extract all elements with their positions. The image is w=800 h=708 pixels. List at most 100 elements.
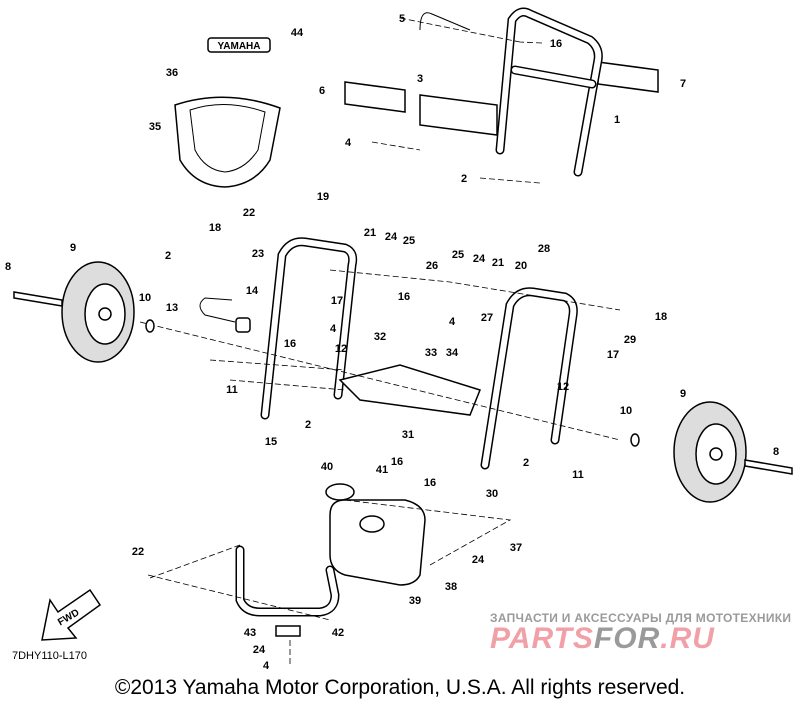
callout-8: 8 bbox=[773, 446, 779, 458]
callout-5: 5 bbox=[399, 13, 405, 25]
callout-18: 18 bbox=[655, 311, 667, 323]
frame-left-15 bbox=[260, 237, 358, 420]
callout-25: 25 bbox=[452, 249, 464, 261]
callout-22: 22 bbox=[132, 546, 144, 558]
callout-40: 40 bbox=[321, 461, 333, 473]
callout-31: 31 bbox=[402, 429, 414, 441]
fwd-arrow-icon: FWD bbox=[41, 588, 102, 641]
callout-17: 17 bbox=[607, 349, 619, 361]
plate-3 bbox=[419, 94, 498, 136]
callout-8: 8 bbox=[5, 261, 11, 273]
axle-8-left bbox=[13, 291, 63, 307]
callout-33: 33 bbox=[425, 347, 437, 359]
callout-1: 1 bbox=[614, 114, 620, 126]
wheel-left-9 bbox=[61, 261, 135, 363]
callout-4: 4 bbox=[449, 316, 456, 328]
callout-10: 10 bbox=[139, 292, 151, 304]
wheel-right-9 bbox=[673, 401, 747, 503]
callout-41: 41 bbox=[376, 464, 388, 476]
watermark-part1: PARTS bbox=[490, 622, 594, 655]
callout-16: 16 bbox=[391, 456, 403, 468]
callout-20: 20 bbox=[515, 260, 527, 272]
axle-8-right bbox=[744, 459, 793, 475]
callout-10: 10 bbox=[620, 405, 632, 417]
callout-3: 3 bbox=[417, 73, 423, 85]
callout-16: 16 bbox=[284, 338, 296, 350]
callout-7: 7 bbox=[680, 78, 686, 90]
washer-10-right bbox=[630, 433, 640, 447]
svg-text:YAMAHA: YAMAHA bbox=[218, 41, 261, 52]
callout-9: 9 bbox=[70, 242, 76, 254]
fuel-tank-39 bbox=[329, 499, 426, 586]
callout-24: 24 bbox=[253, 644, 266, 656]
callout-37: 37 bbox=[510, 542, 522, 554]
callout-2: 2 bbox=[461, 173, 467, 185]
callout-14: 14 bbox=[246, 285, 259, 297]
watermark-part3: .RU bbox=[660, 622, 715, 655]
callout-4: 4 bbox=[263, 660, 270, 672]
handle-frame-1 bbox=[495, 7, 603, 177]
callout-11: 11 bbox=[226, 384, 238, 396]
callout-9: 9 bbox=[680, 388, 686, 400]
callout-17: 17 bbox=[331, 295, 343, 307]
handle-5 bbox=[419, 12, 471, 31]
callout-24: 24 bbox=[473, 253, 486, 265]
watermark-part2: FOR bbox=[593, 622, 661, 655]
callout-12: 12 bbox=[557, 381, 569, 393]
label-7 bbox=[597, 61, 659, 93]
mount-14 bbox=[235, 317, 251, 333]
callout-13: 13 bbox=[166, 302, 178, 314]
callout-18: 18 bbox=[209, 222, 221, 234]
diagram-code: 7DHY110-L170 bbox=[12, 650, 88, 662]
callout-39: 39 bbox=[409, 595, 421, 607]
watermark-logo: PARTSFOR.RU bbox=[490, 622, 715, 656]
u-bolt-13 bbox=[199, 297, 236, 323]
callout-16: 16 bbox=[398, 291, 410, 303]
callout-21: 21 bbox=[364, 227, 376, 239]
tank-frame-42 bbox=[235, 545, 340, 617]
callout-24: 24 bbox=[385, 231, 398, 243]
callout-2: 2 bbox=[523, 457, 529, 469]
callout-23: 23 bbox=[252, 248, 264, 260]
callout-4: 4 bbox=[330, 323, 337, 335]
callout-38: 38 bbox=[445, 581, 457, 593]
callout-42: 42 bbox=[332, 627, 344, 639]
callout-26: 26 bbox=[426, 260, 438, 272]
callout-29: 29 bbox=[624, 334, 636, 346]
callout-36: 36 bbox=[166, 67, 178, 79]
copyright: ©2013 Yamaha Motor Corporation, U.S.A. A… bbox=[114, 676, 686, 699]
callout-22: 22 bbox=[243, 207, 255, 219]
callout-6: 6 bbox=[319, 85, 325, 97]
callout-44: 44 bbox=[291, 27, 304, 39]
washer-10-left bbox=[145, 319, 155, 333]
watermark-tagline: ЗАПЧАСТИ И АКСЕССУАРЫ ДЛЯ МОТОТЕХНИКИ bbox=[490, 611, 792, 625]
callout-43: 43 bbox=[244, 627, 256, 639]
callout-4: 4 bbox=[345, 137, 352, 149]
callout-19: 19 bbox=[317, 191, 329, 203]
callout-28: 28 bbox=[538, 243, 550, 255]
callout-15: 15 bbox=[265, 436, 277, 448]
callout-11: 11 bbox=[572, 469, 584, 481]
callout-25: 25 bbox=[403, 235, 415, 247]
callout-2: 2 bbox=[165, 250, 171, 262]
callout-35: 35 bbox=[149, 121, 161, 133]
yamaha-emblem: YAMAHA bbox=[207, 37, 271, 53]
base-plate-31 bbox=[338, 364, 481, 416]
callout-2: 2 bbox=[305, 419, 311, 431]
callout-16: 16 bbox=[550, 38, 562, 50]
bracket-43 bbox=[275, 625, 301, 637]
callout-27: 27 bbox=[481, 312, 493, 324]
callout-12: 12 bbox=[335, 343, 347, 355]
label-6 bbox=[344, 81, 406, 113]
fuel-cap-40 bbox=[325, 483, 355, 501]
callout-34: 34 bbox=[446, 347, 459, 359]
callout-16: 16 bbox=[424, 477, 436, 489]
callout-21: 21 bbox=[492, 257, 504, 269]
callout-24: 24 bbox=[472, 554, 485, 566]
callout-32: 32 bbox=[374, 331, 386, 343]
callout-30: 30 bbox=[486, 488, 498, 500]
top-cover bbox=[174, 96, 281, 188]
